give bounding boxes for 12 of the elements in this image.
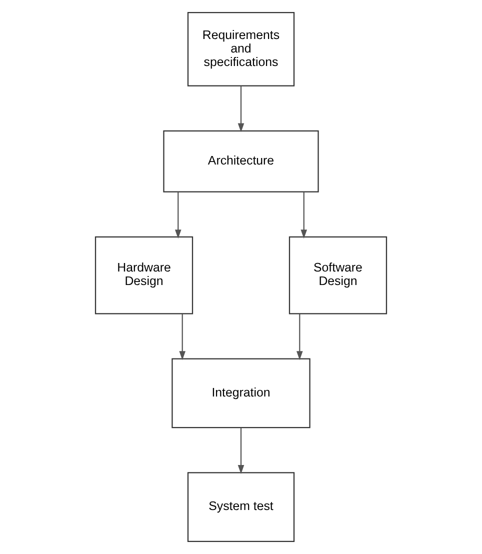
arrow	[174, 192, 182, 239]
arrow	[238, 86, 244, 132]
arrow	[296, 314, 303, 360]
arrow	[179, 314, 186, 360]
arrow	[238, 428, 244, 474]
node-box: Integration	[172, 358, 310, 428]
node-box: Architecture	[163, 130, 319, 192]
node-box: Hardware Design	[94, 236, 194, 314]
node-box: Requirements and specifications	[187, 12, 295, 86]
node-box: Software Design	[288, 236, 388, 314]
arrow	[300, 192, 308, 239]
node-box: System test	[187, 472, 295, 542]
